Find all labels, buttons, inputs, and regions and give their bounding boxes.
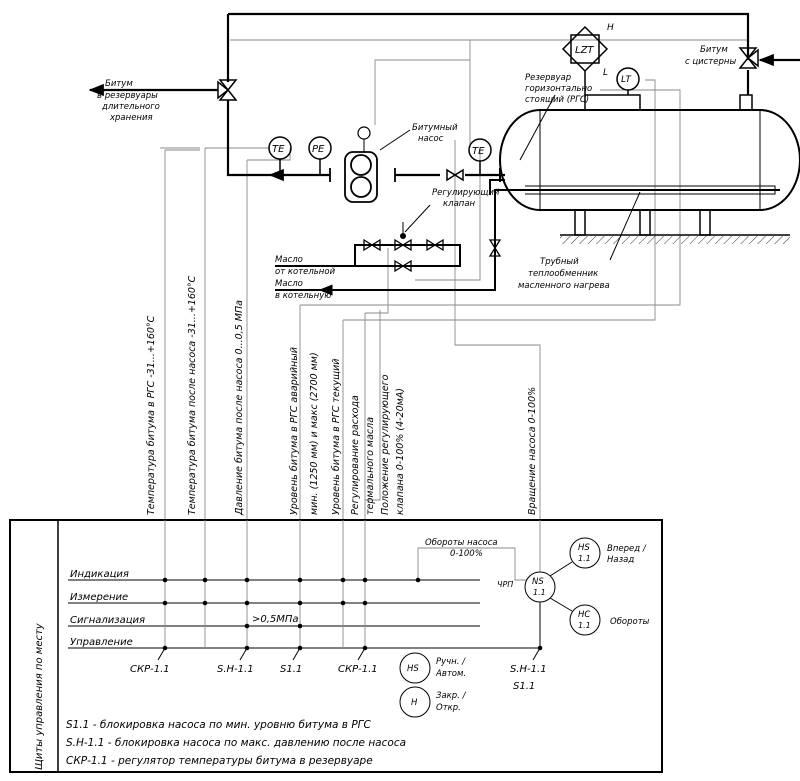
pe-label: PE [312, 144, 325, 155]
row-indication: Индикация [70, 569, 129, 580]
te1-label: TE [272, 144, 285, 155]
lt-instrument: LT [616, 67, 640, 95]
rgs-tank [499, 94, 800, 244]
oil-in-2: от котельной [275, 267, 336, 277]
bitumen-out-4: хранения [109, 113, 153, 123]
h-bottom-desc-1: Закр. / [436, 691, 467, 701]
bitumen-in-2: с цистерны [685, 57, 736, 67]
lt-label: LT [621, 75, 632, 85]
signal-label: Уровень битума в РГС аварийный [289, 347, 300, 515]
rgs-label-2: горизонтально [525, 84, 592, 94]
signal-label: Регулирование расхода [350, 395, 361, 515]
control-panel [9, 519, 663, 773]
legend-line-1: S1.1 - блокировка насоса по мин. уровню … [66, 719, 372, 731]
lzt-l: L [603, 68, 608, 78]
speed-label-2: 0-100% [450, 549, 483, 559]
signal-label: термального масла [365, 417, 376, 515]
three-way-valve-right [738, 47, 759, 69]
signal-label: Давление битума после насоса 0...0,5 МПа [234, 300, 245, 516]
signal-label: клапана 0-100% (4-20мА) [395, 388, 406, 515]
rgs-label-1: Резервуар [525, 73, 571, 83]
legend-line-3: СКР-1.1 - регулятор температуры битума в… [66, 755, 373, 767]
tag-skr-2: СКР-1.1 [338, 664, 378, 675]
hs-top-desc-2: Назад [607, 555, 634, 565]
hs-bottom-label: HS [407, 664, 419, 674]
heater-label-1: Трубный [540, 257, 579, 267]
hs-top-label: HS [578, 543, 590, 553]
bitumen-pipes [88, 12, 800, 182]
tag-skr-1: СКР-1.1 [130, 664, 170, 675]
pe-instrument: PE [308, 136, 332, 175]
hs-bottom-desc-1: Ручн. / [436, 657, 466, 667]
signal-label: мин. (1250 мм) и макс (2700 мм) [309, 352, 320, 515]
signal-lines [160, 39, 749, 520]
panel-side-title: Щиты управления по месту [34, 622, 45, 770]
pump-label-2: насос [418, 134, 444, 144]
row-measurement: Измерение [70, 592, 128, 603]
oil-out-2: в котельную [275, 291, 331, 301]
row-control: Управление [70, 637, 133, 648]
heater-label-2: теплообменник [528, 269, 599, 279]
three-way-valve-left [217, 79, 238, 101]
tag-sh-2: S.H-1.1 [510, 664, 547, 675]
speed-label-1: Обороты насоса [425, 538, 498, 548]
h-bottom-label: H [411, 698, 418, 708]
signal-label: Уровень битума в РГС текущий [331, 359, 342, 515]
ns-label: NS [532, 577, 544, 587]
oil-in-1: Масло [275, 255, 303, 265]
lzt-instrument: LZT H L [561, 23, 614, 95]
te2-instrument: TE [468, 138, 492, 175]
hs-bottom-desc-2: Автом. [435, 669, 466, 679]
signal-label: Вращение насоса 0-100% [527, 387, 538, 515]
bitumen-out-3: длительного [101, 102, 160, 112]
bitumen-in-1: Битум [700, 45, 728, 55]
gate-valve-main [446, 168, 501, 182]
hc-num: 1.1 [578, 621, 591, 630]
row-signalling: Сигнализация [70, 615, 145, 626]
h-bottom-desc-2: Откр. [436, 703, 461, 713]
rgs-label-3: стоящий (РГС) [525, 95, 589, 105]
ns-num: 1.1 [533, 588, 546, 597]
tag-s1-2: S1.1 [513, 681, 535, 692]
vfd-label: ЧРП [497, 580, 513, 589]
heater-label-3: масленного нагрева [518, 281, 610, 291]
bitumen-pump [329, 126, 411, 203]
hs-top-num: 1.1 [578, 554, 591, 563]
tag-s1-1: S1.1 [280, 664, 302, 675]
legend-line-2: S.H-1.1 - блокировка насоса по макс. дав… [66, 737, 406, 749]
te1-instrument: TE [268, 136, 292, 175]
bitumen-out-1: Битум [105, 79, 133, 89]
bitumen-out-2: в резервуары [97, 91, 158, 101]
regulating-valve-group [363, 204, 502, 273]
signal-labels: Температура битума в РГС -31...+160°С Те… [146, 275, 538, 516]
signal-label: Температура битума после насоса -31...+1… [187, 275, 198, 515]
pressure-alarm: >0,5МПа [252, 614, 299, 625]
tag-sh-1: S.H-1.1 [217, 664, 254, 675]
oil-out-1: Масло [275, 279, 303, 289]
te2-label: TE [472, 146, 485, 157]
lzt-h: H [607, 23, 614, 33]
signal-label: Положение регулирующего [380, 374, 391, 515]
lzt-label: LZT [575, 45, 594, 56]
hs-top-desc-1: Вперед / [607, 544, 647, 554]
pump-label-1: Битумный [412, 123, 458, 133]
signal-label: Температура битума в РГС -31...+160°С [146, 315, 157, 515]
valve-label-2: клапан [443, 199, 476, 209]
hc-label: HC [578, 610, 590, 620]
hc-desc: Обороты [610, 617, 650, 627]
valve-label-1: Регулирующий [432, 188, 500, 198]
